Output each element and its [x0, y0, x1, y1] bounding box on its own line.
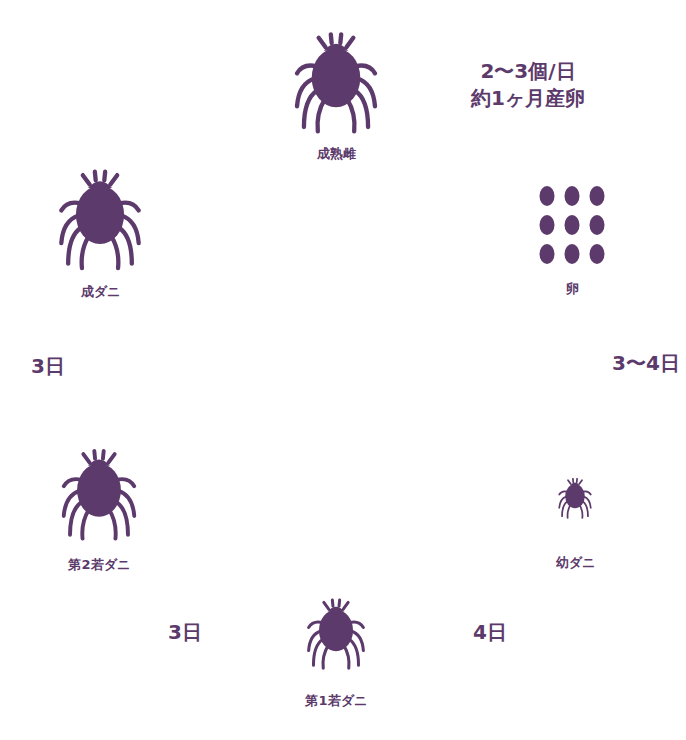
mite-stage: 成ダニ [57, 167, 143, 303]
mite-icon [305, 597, 367, 670]
mite-icon [59, 447, 139, 541]
mite-stage: 第1若ダニ [301, 597, 370, 712]
mite-icon [292, 30, 380, 134]
duration-label: 3日 [31, 353, 65, 380]
duration-label: 3日 [168, 619, 202, 646]
duration-label: 4日 [473, 619, 507, 646]
mite-stage: 成熟雌 [292, 30, 380, 165]
stage-label: 幼ダニ [552, 554, 599, 572]
duration-label: 3〜4日 [612, 350, 680, 377]
mite-stage: 第2若ダニ [59, 447, 139, 576]
egg-laying-note: 2〜3個/日 約1ヶ月産卵 [453, 58, 603, 112]
stage-label: 第1若ダニ [301, 692, 370, 710]
stage-label: 成ダニ [57, 283, 143, 301]
egg-icon [539, 185, 605, 265]
stage-label: 第2若ダニ [59, 556, 139, 574]
stage-label: 卵 [539, 280, 605, 298]
mite-icon [57, 167, 143, 271]
mite-icon [557, 477, 593, 519]
mite-stage: 幼ダニ [552, 477, 599, 574]
egg-stage: 卵 [539, 185, 605, 300]
stage-label: 成熟雌 [292, 145, 380, 163]
